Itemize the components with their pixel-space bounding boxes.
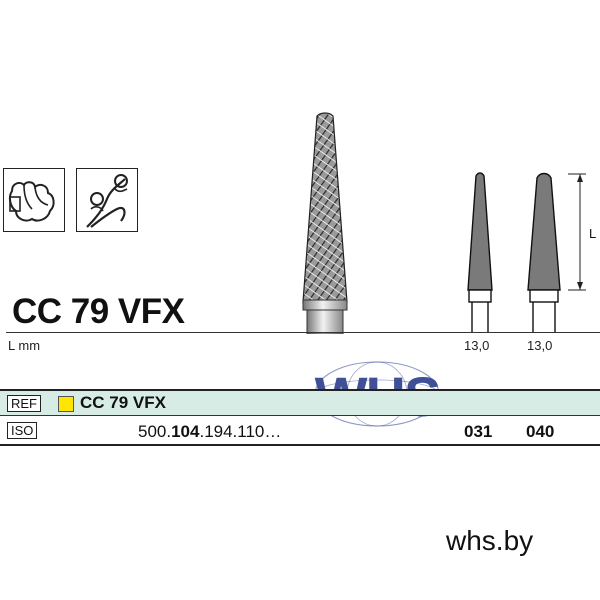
ref-row xyxy=(0,391,600,415)
ref-tag: REF xyxy=(7,395,41,412)
length-unit-label: L mm xyxy=(8,338,41,353)
bur-profile-031 xyxy=(467,172,493,332)
orthodontic-pliers-icon xyxy=(76,168,138,232)
iso-size-040: 040 xyxy=(526,422,555,441)
table-top-rule xyxy=(0,389,600,391)
iso-size-031: 031 xyxy=(464,422,493,441)
title-divider xyxy=(6,332,600,333)
ref-name: CC 79 VFX xyxy=(80,393,166,412)
carbide-bur-illustration xyxy=(302,112,348,334)
iso-code: 500.104.194.110… xyxy=(138,422,282,441)
length-dimension-line xyxy=(568,173,586,291)
bur-profile-040 xyxy=(527,172,561,332)
ref-color-swatch xyxy=(58,396,74,412)
length-value-031: 13,0 xyxy=(464,338,490,353)
length-dimension-label: L xyxy=(589,226,597,241)
table-mid-rule xyxy=(0,415,600,416)
acrylic-denture-icon xyxy=(3,168,65,232)
site-url: whs.by xyxy=(446,525,534,556)
length-value-040: 13,0 xyxy=(527,338,553,353)
table-bottom-rule xyxy=(0,444,600,446)
iso-tag: ISO xyxy=(7,422,38,439)
product-title: CC 79 VFX xyxy=(12,292,185,331)
